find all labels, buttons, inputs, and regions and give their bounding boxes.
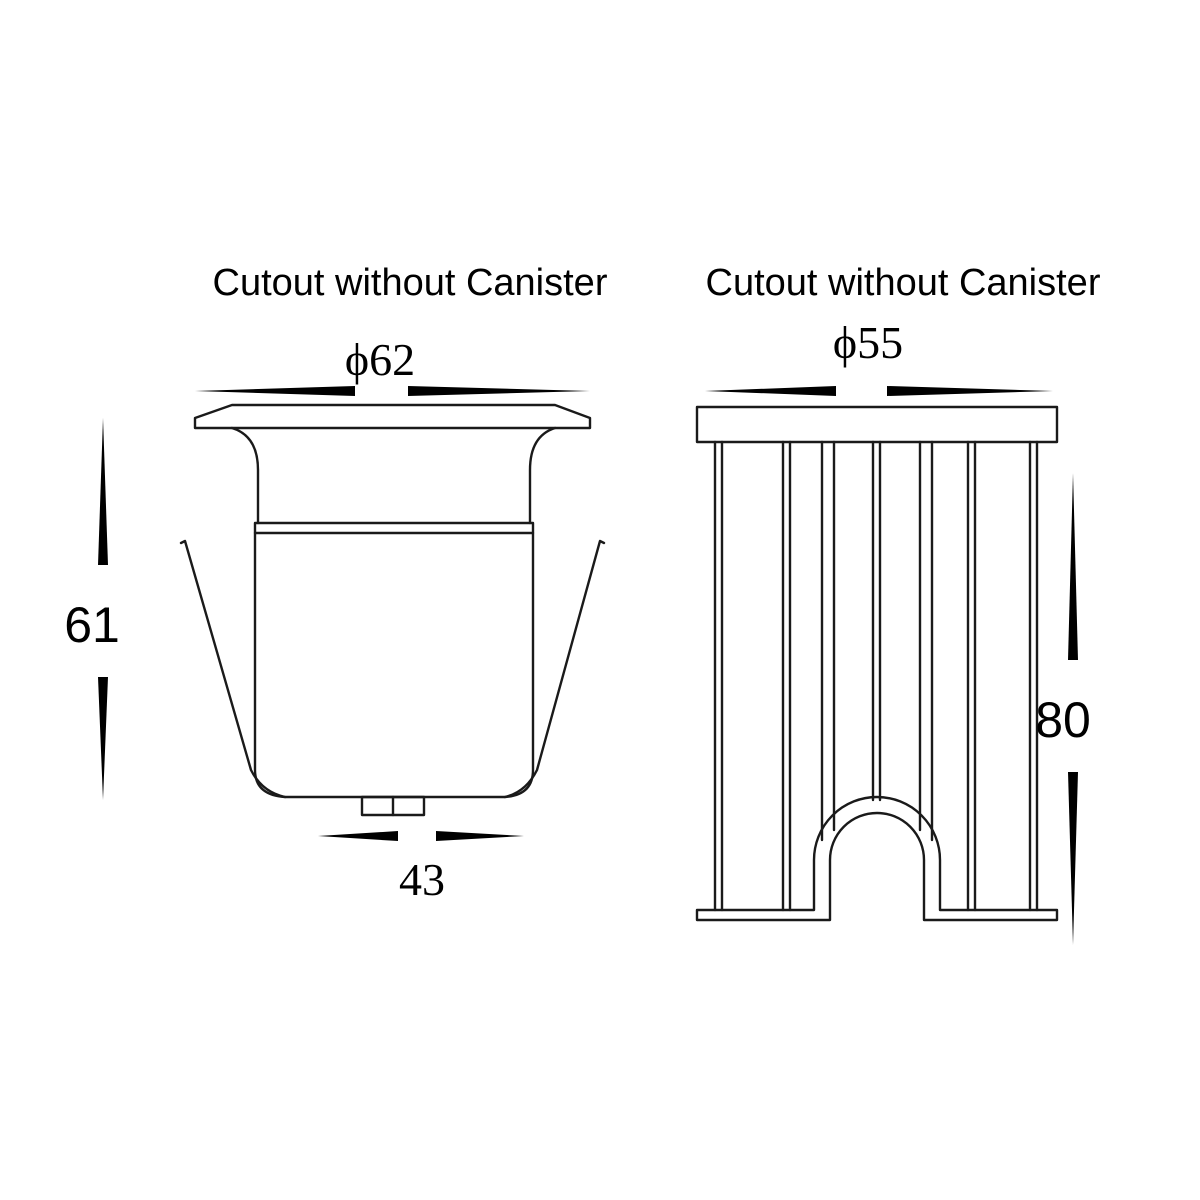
left-body <box>253 531 535 799</box>
left-bottom-dim-arrow-right <box>436 831 524 841</box>
left-bottom-dim-arrow-left <box>318 831 398 841</box>
right-height-arrow-down <box>1068 772 1078 945</box>
left-bottom-width-label: 43 <box>399 854 445 905</box>
left-collar <box>253 521 535 535</box>
right-top-dim-arrow-right <box>887 386 1053 396</box>
right-height-arrow-up <box>1068 473 1078 660</box>
left-top-dim-arrow-right <box>408 386 590 396</box>
left-caption: Cutout without Canister <box>213 262 608 304</box>
left-flange <box>193 403 592 430</box>
right-figure: Cutout without Canister ϕ55 <box>695 262 1101 945</box>
left-neck <box>230 426 557 525</box>
right-ribs <box>713 440 1039 912</box>
left-spring-clip-right <box>503 539 606 799</box>
right-top-dim-arrow-left <box>705 386 836 396</box>
right-height-label: 80 <box>1035 692 1091 748</box>
right-top-diameter-label: ϕ55 <box>833 317 903 368</box>
right-top-cap <box>695 405 1059 444</box>
left-spring-clip-left <box>179 539 287 799</box>
right-base-arch <box>695 795 1059 922</box>
left-height-arrow-down <box>98 677 108 800</box>
left-height-label: 61 <box>64 597 120 653</box>
left-figure: Cutout without Canister ϕ62 61 43 <box>64 262 608 905</box>
left-top-diameter-label: ϕ62 <box>345 334 415 385</box>
left-height-arrow-up <box>98 418 108 565</box>
right-caption: Cutout without Canister <box>706 262 1101 304</box>
left-top-dim-arrow-left <box>195 386 355 396</box>
